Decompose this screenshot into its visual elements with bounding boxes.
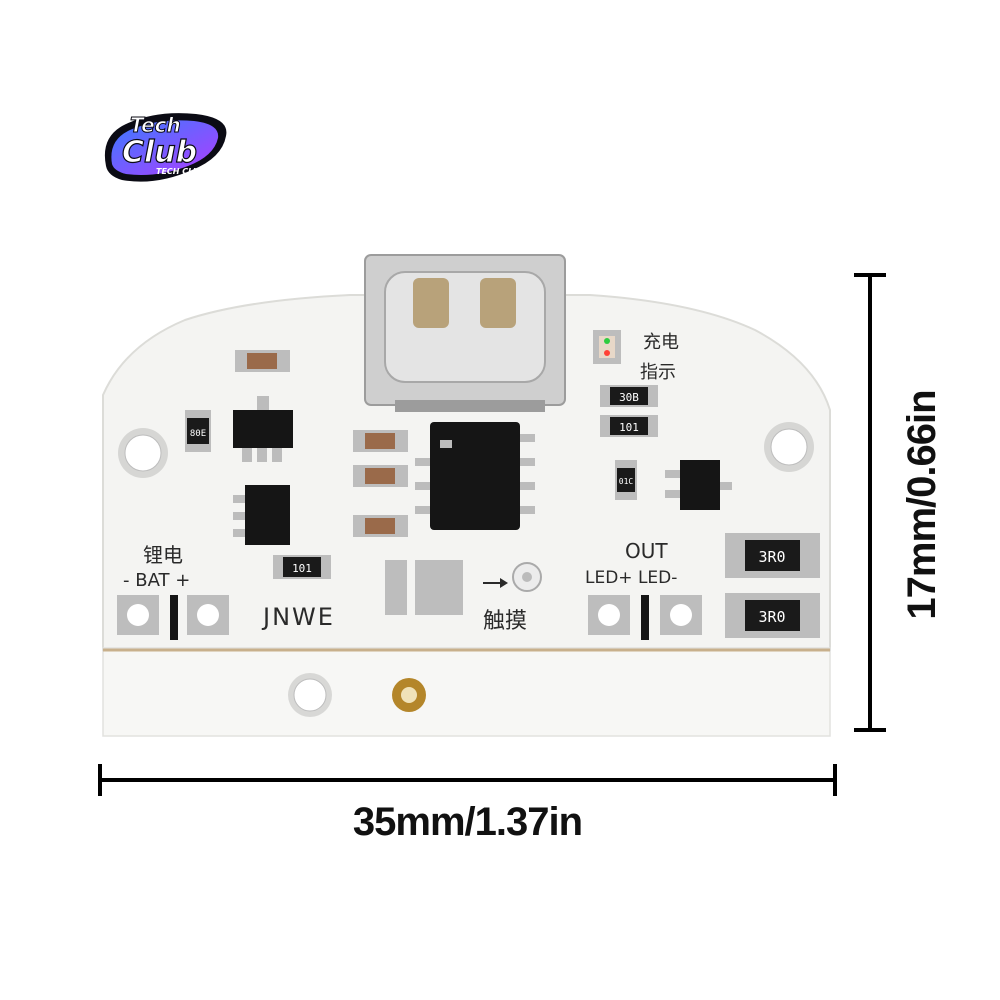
- led-pins-label: LED+ LED-: [585, 568, 677, 588]
- battery-label: - BAT +: [123, 570, 190, 591]
- charge-cn-label-1: 充电: [643, 332, 679, 353]
- led-output-pads: [588, 595, 702, 640]
- touch-point: [483, 562, 542, 592]
- charge-cn-label-2: 指示: [640, 362, 676, 383]
- resistor-body-80e: [187, 418, 209, 444]
- resistor-label-80e: 80E: [190, 429, 206, 439]
- tech-club-logo: Tech Club TECH CLUB: [104, 113, 227, 182]
- battery-pads: [117, 595, 229, 640]
- resistor-body-3r0-b: [745, 600, 800, 631]
- resistor-body-01c: [617, 468, 635, 492]
- out-label: OUT: [625, 539, 668, 563]
- board-brand-label: JNWE: [261, 603, 335, 631]
- mounting-hole-right: [764, 422, 814, 472]
- resistor-label-3r0-b: 3R0: [758, 608, 785, 626]
- pcb-board: 30B 101 80E 01C 101 3R0 3R0 锂电 - BAT + J…: [102, 254, 831, 737]
- resistor-body-101-a: [610, 417, 648, 435]
- resistor-label-101-a: 101: [619, 421, 639, 434]
- battery-cn-label: 锂电: [143, 543, 183, 567]
- transistor-right: [665, 460, 732, 510]
- usb-c-port: [364, 254, 566, 412]
- resistor-label-01c: 01C: [619, 477, 634, 486]
- logo-text-top: Tech: [130, 113, 181, 137]
- capacitor-group: [235, 350, 408, 537]
- bottom-hole: [288, 673, 332, 717]
- logo-text-small: TECH CLUB: [156, 167, 205, 176]
- width-dimension-label: 35mm/1.37in: [352, 800, 583, 844]
- charge-indicator-led: [593, 330, 621, 364]
- resistor-label-101-b: 101: [292, 562, 312, 575]
- logo-mark: [104, 113, 227, 182]
- width-dimension-line: [98, 764, 837, 796]
- height-dimension-label: 17mm/0.66in: [900, 390, 944, 620]
- main-ic-chip: [415, 422, 535, 530]
- resistor-body-3r0-a: [745, 540, 800, 571]
- resistor-label-3r0-a: 3R0: [758, 548, 785, 566]
- resistor-label-30b: 30B: [619, 391, 639, 404]
- transistor-top-left: [233, 396, 293, 462]
- touch-cn-label: 触摸: [483, 609, 527, 634]
- mounting-hole-left: [118, 428, 168, 478]
- height-dimension-line: [854, 273, 886, 732]
- resistor-body-101-b: [283, 557, 321, 577]
- logo-text-big: Club: [122, 135, 197, 170]
- touch-pad-contact: [392, 678, 426, 712]
- transistor-mid-left: [233, 485, 290, 545]
- resistor-body-30b: [610, 387, 648, 405]
